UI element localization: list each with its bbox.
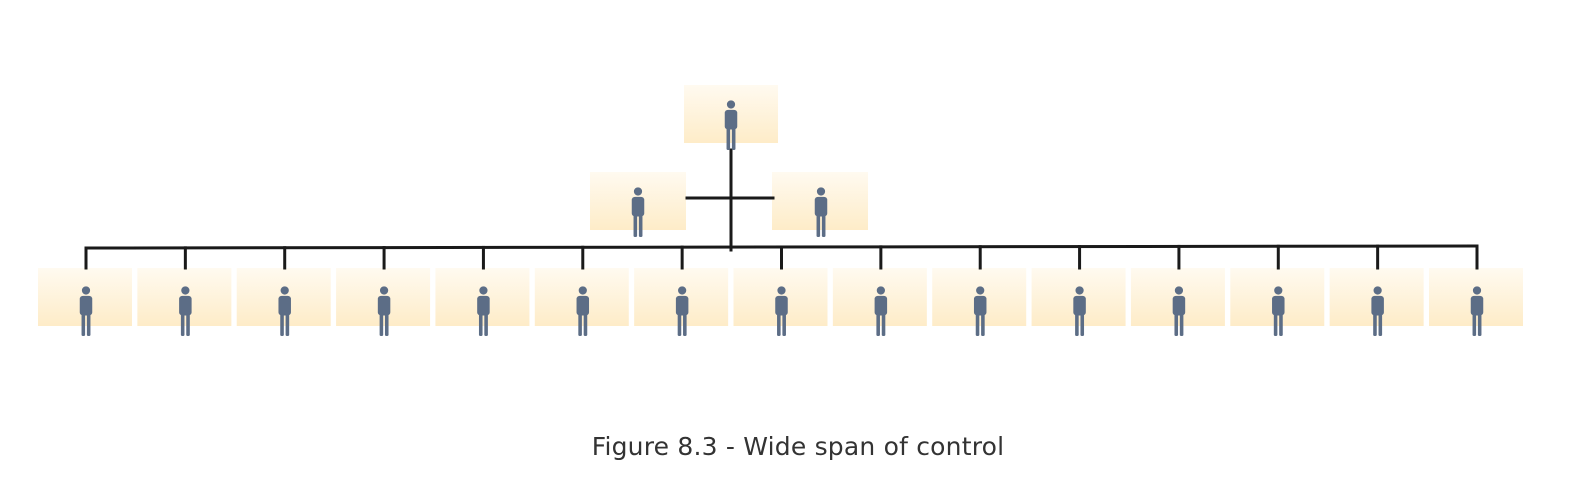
figure-caption: Figure 8.3 - Wide span of control (591, 432, 1005, 461)
connector-lines (84, 148, 1479, 270)
org-chart-svg (38, 85, 1523, 336)
